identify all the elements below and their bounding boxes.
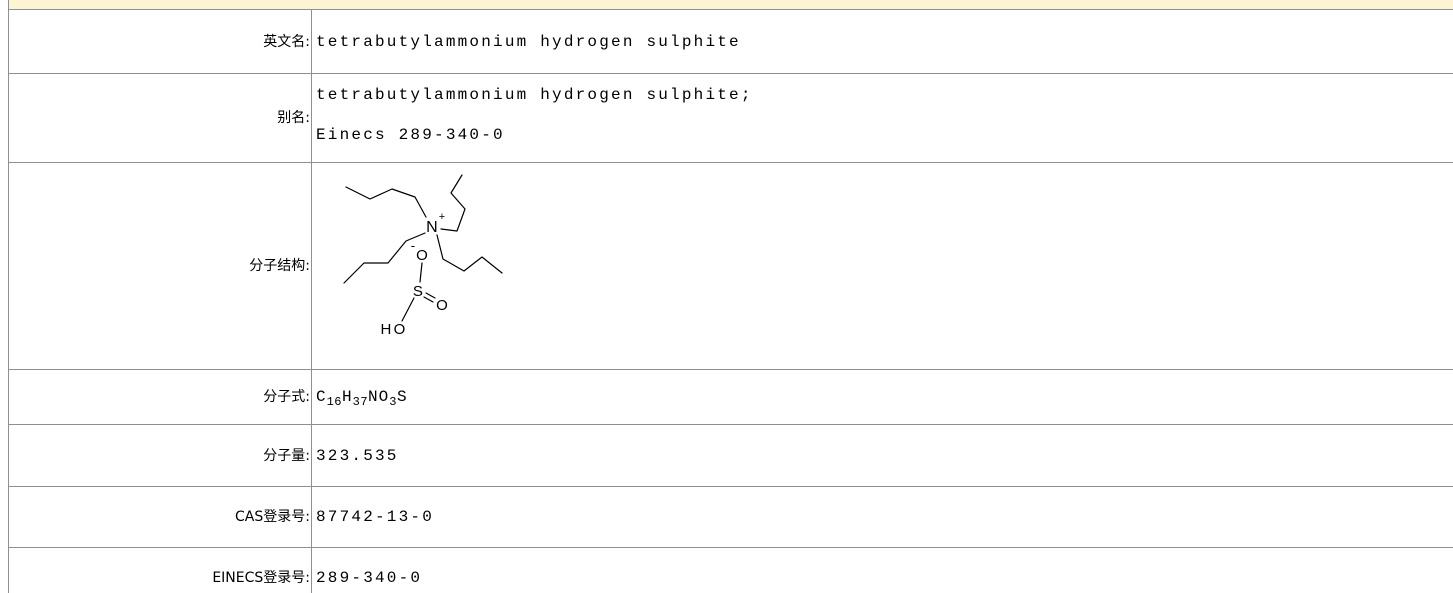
bond-s-o-double-1 — [425, 292, 436, 299]
structure-image: N + O - S O HO — [343, 174, 503, 338]
butyl-chain-lower-right — [436, 234, 503, 274]
butyl-chain-upper-right — [440, 174, 466, 232]
atom-oxygen-anion: O — [416, 247, 430, 264]
value-alias-line: tetrabutylammonium hydrogen sulphite; — [316, 86, 753, 104]
formula-subscript: 16 — [326, 395, 343, 409]
atom-oxygen-anion-charge: - — [411, 238, 418, 253]
value-molecular-weight-cell: 323.535 — [312, 425, 1453, 486]
label-molecular-weight: 分子量: — [9, 425, 312, 486]
formula-part: S — [396, 388, 408, 406]
value-einecs-number-cell: 289-340-0 — [312, 548, 1453, 593]
structure-bonds — [343, 174, 503, 322]
value-einecs-number: 289-340-0 — [316, 569, 423, 587]
row-formula: 分子式: C16H37NO3S — [9, 370, 1453, 425]
value-english-name-cell: tetrabutylammonium hydrogen sulphite — [312, 10, 1453, 73]
label-english-name: 英文名: — [9, 10, 312, 73]
row-einecs-number: EINECS登录号: 289-340-0 — [9, 548, 1453, 593]
value-cas-number: 87742-13-0 — [316, 508, 435, 526]
value-structure-cell: N + O - S O HO — [312, 163, 1453, 369]
bond-s-o-double-2 — [423, 296, 434, 303]
value-formula-cell: C16H37NO3S — [312, 370, 1453, 424]
info-table: 英文名: tetrabutylammonium hydrogen sulphit… — [8, 10, 1453, 593]
butyl-chain-upper-left — [345, 186, 427, 218]
formula-subscript: 37 — [352, 395, 369, 409]
label-structure: 分子结构: — [9, 163, 312, 369]
value-alias-line: Einecs 289-340-0 — [316, 126, 505, 144]
row-alias: 别名: tetrabutylammonium hydrogen sulphite… — [9, 74, 1453, 163]
bond-o-s — [419, 262, 423, 283]
atom-hydroxyl: HO — [381, 321, 408, 338]
atom-oxygen-double: O — [436, 297, 450, 314]
value-english-name: tetrabutylammonium hydrogen sulphite — [316, 32, 741, 51]
value-cas-number-cell: 87742-13-0 — [312, 487, 1453, 547]
atom-nitrogen: N — [426, 219, 440, 236]
row-english-name: 英文名: tetrabutylammonium hydrogen sulphit… — [9, 10, 1453, 74]
label-formula: 分子式: — [9, 370, 312, 424]
value-molecular-weight: 323.535 — [316, 446, 399, 465]
row-structure: 分子结构: N + O - S O HO — [9, 163, 1453, 370]
formula-subscript: 3 — [389, 395, 397, 409]
label-cas-number: CAS登录号: — [9, 487, 312, 547]
butyl-chain-lower-left — [343, 232, 426, 284]
header-bar — [8, 0, 1453, 10]
atom-sulfur: S — [413, 283, 425, 300]
row-cas-number: CAS登录号: 87742-13-0 — [9, 487, 1453, 548]
label-einecs-number: EINECS登录号: — [9, 548, 312, 593]
formula-part: H — [342, 388, 353, 406]
label-alias: 别名: — [9, 74, 312, 162]
row-molecular-weight: 分子量: 323.535 — [9, 425, 1453, 487]
formula-part: NO — [368, 388, 390, 406]
molecular-formula: C16H37NO3S — [316, 387, 1453, 409]
value-alias-cell: tetrabutylammonium hydrogen sulphite; Ei… — [312, 74, 1453, 162]
formula-part: C — [316, 388, 327, 406]
bond-s-oh — [401, 297, 415, 322]
atom-nitrogen-charge: + — [439, 211, 448, 223]
